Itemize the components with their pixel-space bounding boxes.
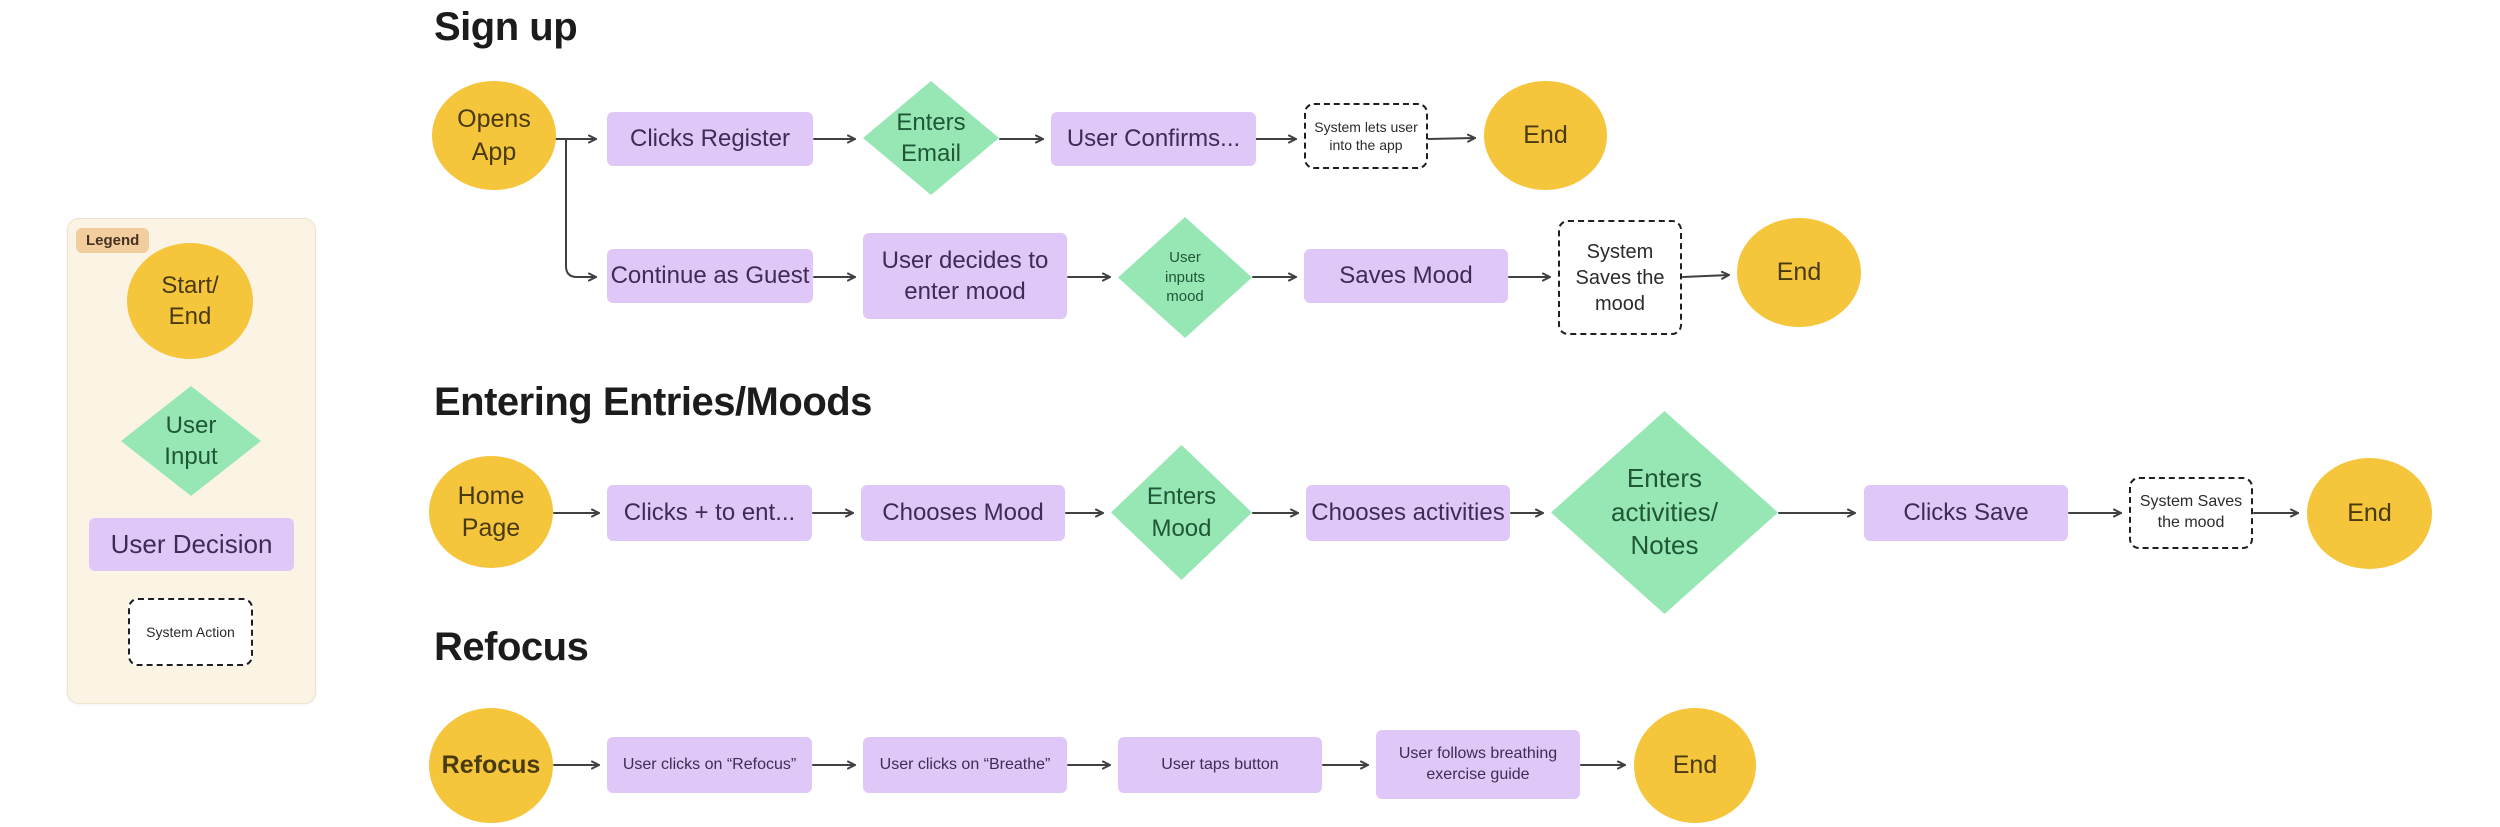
node-chooses-activities-label: Chooses activities	[1311, 499, 1505, 527]
node-chooses-activities[interactable]: Chooses activities	[1306, 485, 1510, 541]
section-title-signup: Sign up	[434, 5, 578, 49]
node-system-lets-user[interactable]: System lets user into the app	[1304, 103, 1428, 169]
node-clicks-save-label: Clicks Save	[1903, 499, 2029, 527]
node-continue-as-guest-label: Continue as Guest	[610, 262, 810, 290]
legend-system-action-shape[interactable]: System Action	[128, 598, 253, 666]
node-home-page[interactable]: Home Page	[429, 456, 553, 568]
node-follows-guide-label: User follows breathing exercise guide	[1398, 744, 1558, 783]
legend-start-end-label: Start/ End	[161, 271, 219, 330]
connector-arrow	[1682, 270, 1730, 280]
node-user-confirms[interactable]: User Confirms...	[1051, 112, 1256, 166]
node-saves-mood-label: Saves Mood	[1339, 262, 1473, 290]
legend-user-decision-label: User Decision	[110, 528, 273, 559]
node-user-decides-mood[interactable]: User decides to enter mood	[863, 233, 1067, 319]
node-user-decides-mood-label: User decides to enter mood	[881, 246, 1049, 305]
node-taps-button[interactable]: User taps button	[1118, 737, 1322, 793]
node-clicks-breathe[interactable]: User clicks on “Breathe”	[863, 737, 1067, 793]
node-clicks-plus[interactable]: Clicks + to ent...	[607, 485, 812, 541]
node-clicks-save[interactable]: Clicks Save	[1864, 485, 2068, 541]
node-system-saves-mood-guest[interactable]: System Saves the mood	[1558, 220, 1682, 335]
node-end-guest-label: End	[1776, 258, 1822, 287]
node-enters-email-label: Enters Email	[896, 108, 966, 167]
node-clicks-refocus-label: User clicks on “Refocus”	[622, 755, 797, 773]
legend-user-input-shape[interactable]: User Input	[121, 386, 261, 496]
legend-system-action-label: System Action	[146, 623, 235, 640]
node-clicks-plus-label: Clicks + to ent...	[623, 499, 796, 527]
node-end-guest[interactable]: End	[1737, 218, 1861, 327]
node-end-refocus-label: End	[1672, 751, 1718, 780]
node-opens-app[interactable]: Opens App	[432, 81, 556, 190]
legend-user-input-label: User Input	[164, 411, 218, 470]
node-follows-guide[interactable]: User follows breathing exercise guide	[1376, 730, 1580, 799]
node-continue-as-guest[interactable]: Continue as Guest	[607, 249, 813, 303]
legend-start-end-shape[interactable]: Start/ End	[127, 243, 253, 359]
node-home-page-label: Home Page	[457, 481, 525, 543]
node-chooses-mood-label: Chooses Mood	[882, 499, 1044, 527]
legend-tab: Legend	[76, 228, 150, 253]
node-clicks-register[interactable]: Clicks Register	[607, 112, 813, 166]
node-opens-app-label: Opens App	[457, 105, 531, 166]
node-clicks-register-label: Clicks Register	[629, 125, 791, 153]
node-system-saves-mood-guest-label: System Saves the mood	[1575, 240, 1665, 315]
node-user-confirms-label: User Confirms...	[1066, 125, 1241, 153]
legend-panel: Legend Start/ End User Input User Decisi…	[67, 218, 316, 704]
node-refocus-start[interactable]: Refocus	[429, 708, 553, 823]
connector-arrow	[565, 138, 597, 282]
node-user-inputs-mood-label: User inputs mood	[1164, 249, 1206, 306]
node-end-refocus[interactable]: End	[1634, 708, 1756, 823]
legend-user-decision-shape[interactable]: User Decision	[89, 518, 294, 571]
node-chooses-mood[interactable]: Chooses Mood	[861, 485, 1065, 541]
section-title-entries: Entering Entries/Moods	[434, 380, 872, 424]
node-end-register-label: End	[1523, 121, 1568, 150]
node-enters-mood-label: Enters Mood	[1146, 483, 1217, 542]
node-saves-mood[interactable]: Saves Mood	[1304, 249, 1508, 303]
node-taps-button-label: User taps button	[1161, 755, 1279, 773]
node-refocus-start-label: Refocus	[441, 751, 541, 780]
node-end-register[interactable]: End	[1484, 81, 1607, 190]
node-system-lets-user-label: System lets user into the app	[1314, 118, 1418, 153]
node-end-entries-label: End	[2347, 499, 2392, 528]
section-title-refocus: Refocus	[434, 625, 589, 669]
node-end-entries[interactable]: End	[2307, 458, 2432, 569]
node-system-saves-mood-entries[interactable]: System Saves the mood	[2129, 477, 2253, 549]
connector-arrow	[1427, 133, 1476, 143]
node-system-saves-mood-entries-label: System Saves the mood	[2139, 493, 2243, 531]
node-clicks-refocus[interactable]: User clicks on “Refocus”	[607, 737, 812, 793]
node-clicks-breathe-label: User clicks on “Breathe”	[879, 755, 1051, 773]
node-enters-activities-notes-label: Enters activities/ Notes	[1611, 462, 1718, 561]
